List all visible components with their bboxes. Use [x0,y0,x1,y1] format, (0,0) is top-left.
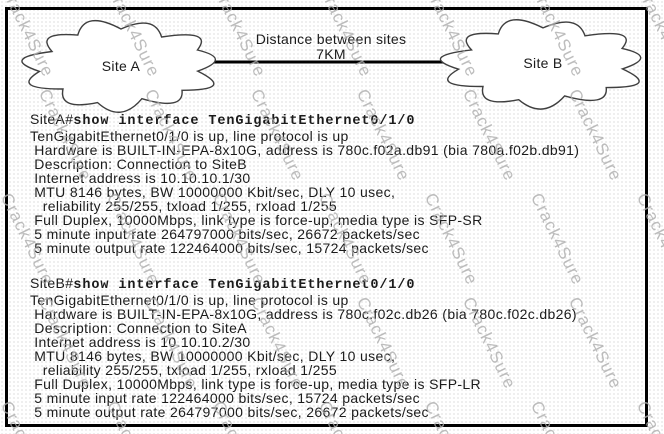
cli-prompt: SiteB# [30,275,74,291]
cli-line: reliability 255/255, txload 1/255, rxloa… [30,198,338,214]
cli-line: Full Duplex, 10000Mbps, link type is for… [30,376,481,392]
cli-output: SiteA#show interface TenGigabitEthernet0… [30,112,579,419]
cli-command: show interface TenGigabitEthernet0/1/0 [73,114,416,129]
cli-line: Hardware is BUILT-IN-EPA-8x10G, address … [30,142,580,158]
cli-line: reliability 255/255, txload 1/255, rxloa… [30,362,338,378]
cli-line: Description: Connection to SiteB [30,156,247,172]
cli-line: TenGigabitEthernet0/1/0 is up, line prot… [30,292,349,308]
cli-command-line: SiteB#show interface TenGigabitEthernet0… [30,276,579,293]
cli-line: Hardware is BUILT-IN-EPA-8x10G, address … [30,306,577,322]
cli-line: 5 minute output rate 122464000 bits/sec,… [30,240,429,256]
site-a-label: Site A [102,58,141,74]
cli-line: TenGigabitEthernet0/1/0 is up, line prot… [30,128,349,144]
site-a-cloud [21,20,217,113]
cli-line: MTU 8146 bytes, BW 10000000 Kbit/sec, DL… [30,184,396,200]
network-diagram: Site A Site B Distance between sites 7KM [21,19,642,113]
cli-line: Internet address is 10.10.10.2/30 [30,334,251,350]
site-b-label: Site B [523,55,562,71]
cli-line: Internet address is 10.10.10.1/30 [30,170,251,186]
cli-prompt: SiteA# [30,111,74,127]
link-distance-value: 7KM [316,46,346,62]
cli-line: 5 minute input rate 122464000 bits/sec, … [30,390,420,406]
site-b-cloud [439,19,642,110]
cli-line: MTU 8146 bytes, BW 10000000 Kbit/sec, DL… [30,348,396,364]
cli-line: 5 minute output rate 264797000 bits/sec,… [30,404,429,420]
cli-line: Full Duplex, 10000Mbps, link type is for… [30,212,483,228]
cli-output-site-b: SiteB#show interface TenGigabitEthernet0… [30,276,579,419]
cli-command-line: SiteA#show interface TenGigabitEthernet0… [30,112,579,129]
cli-line: Description: Connection to SiteA [30,320,247,336]
link-distance-label: Distance between sites [256,31,407,47]
cli-command: show interface TenGigabitEthernet0/1/0 [73,278,416,293]
cli-output-site-a: SiteA#show interface TenGigabitEthernet0… [30,112,579,255]
cli-line: 5 minute input rate 264797000 bits/sec, … [30,226,420,242]
border-frame [5,7,648,427]
